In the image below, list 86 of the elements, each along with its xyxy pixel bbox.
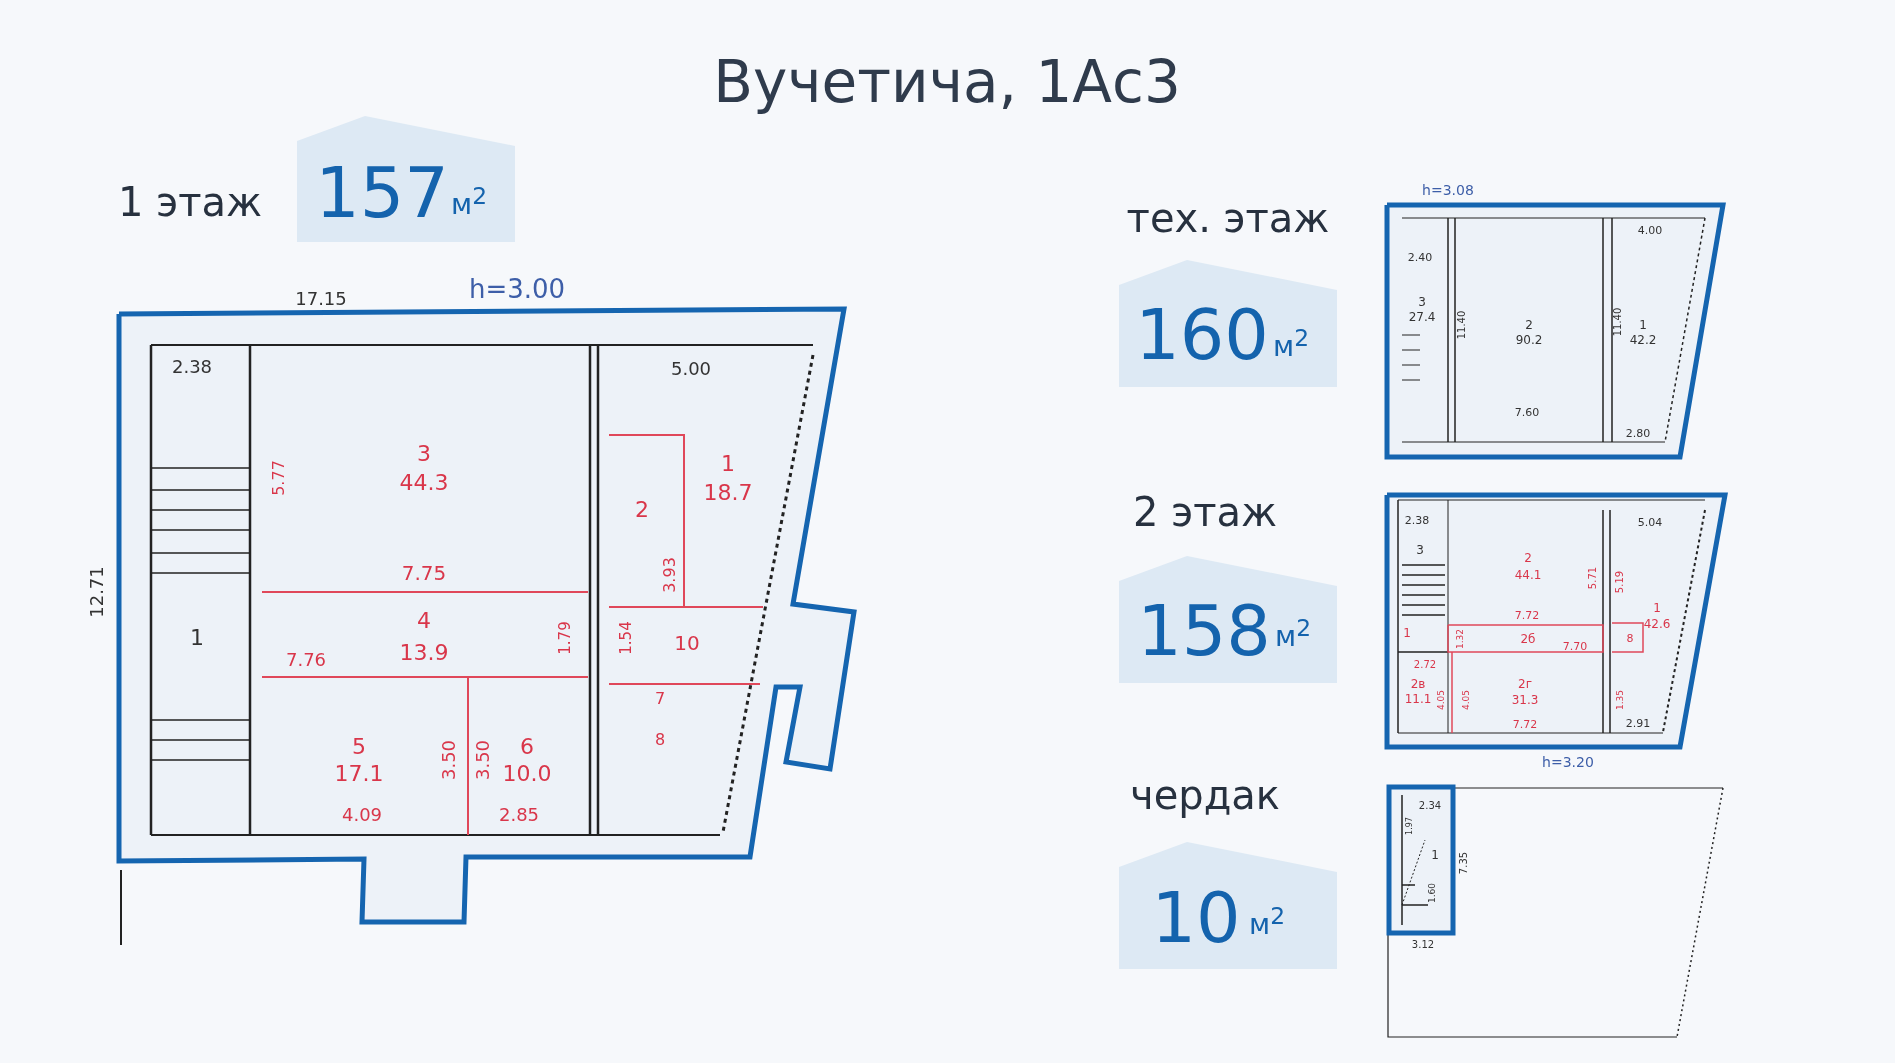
dimension-label: 4.00	[1637, 224, 1663, 236]
dimension-label: 1.54	[618, 621, 634, 655]
room-area: 44.3	[399, 472, 449, 494]
dimension-label: 11.40	[1457, 310, 1467, 340]
room-area: 13.9	[399, 642, 449, 664]
area-value: 160	[1135, 300, 1269, 370]
room-number: 8	[654, 732, 666, 748]
dimension-label: 3.50	[440, 739, 458, 781]
ceiling-height: h=3.20	[1542, 755, 1594, 769]
dimension-label: 7.75	[401, 563, 447, 583]
dimension-label: 1.60	[1427, 883, 1437, 903]
area-unit: м$^{2}$	[1273, 326, 1309, 362]
room-area: 42.6	[1643, 618, 1671, 630]
dimension-label: 4.05	[1436, 690, 1446, 710]
room-number: 1	[1431, 849, 1439, 861]
dimension-label: 1.79	[557, 621, 573, 655]
dimension-label: 12.71	[88, 566, 106, 618]
dimension-label: 5.71	[1588, 566, 1598, 590]
room-number: 3	[1416, 544, 1424, 556]
ceiling-height: h=3.00	[468, 276, 566, 302]
dimension-label: 11.40	[1613, 307, 1623, 337]
area-value: 158	[1137, 596, 1271, 666]
room-number: 7	[654, 691, 666, 707]
room-number: 2	[635, 499, 649, 521]
area-unit: м$^{2}$	[1249, 904, 1285, 940]
room-area: 42.2	[1629, 334, 1657, 346]
area-value: 10	[1151, 883, 1241, 953]
room-number: 3	[417, 443, 431, 465]
dimension-label: 3.12	[1411, 940, 1435, 950]
dimension-label: 7.76	[285, 651, 327, 669]
room-number: 1	[1653, 602, 1661, 614]
room-number: 4	[417, 610, 431, 632]
dimension-label: 5.77	[271, 460, 287, 496]
room-area: 11.1	[1404, 693, 1432, 705]
room-area: 44.1	[1514, 569, 1542, 581]
room-number: 1	[190, 627, 204, 649]
dimension-label: 5.04	[1637, 516, 1663, 528]
room-number: 2	[1524, 552, 1532, 564]
area-unit: м$^{2}$	[451, 184, 487, 220]
dimension-label: 7.72	[1514, 609, 1540, 621]
room-number: 8	[1626, 632, 1634, 644]
room-number: 2б	[1520, 633, 1536, 645]
dimension-label: 2.85	[498, 806, 540, 824]
dimension-label: 2.91	[1625, 717, 1651, 729]
room-area: 10.0	[502, 763, 552, 785]
room-area: 90.2	[1515, 334, 1543, 346]
room-area: 18.7	[703, 482, 753, 504]
dimension-label: 2.40	[1407, 251, 1433, 263]
dimension-label: 2.72	[1413, 660, 1437, 670]
dimension-label: 1.35	[1615, 690, 1625, 710]
room-area: 17.1	[334, 763, 384, 785]
dimension-label: 4.05	[1461, 690, 1471, 710]
dimension-label: 7.35	[1459, 851, 1469, 875]
dimension-label: 17.15	[295, 290, 347, 308]
dimension-label: 7.70	[1562, 640, 1588, 652]
dimension-label: 2.38	[171, 358, 213, 376]
dimension-label: 5.00	[670, 360, 712, 378]
room-number: 6	[520, 736, 534, 758]
dimension-label: 7.72	[1512, 718, 1538, 730]
room-number: 2г	[1518, 678, 1532, 690]
dimension-label: 7.60	[1514, 406, 1540, 418]
dimension-label: 4.09	[341, 806, 383, 824]
dimension-label: 2.80	[1625, 427, 1651, 439]
dimension-label: 5.19	[1615, 570, 1625, 594]
area-value: 157	[315, 158, 449, 228]
dimension-label: 3.50	[474, 739, 492, 781]
room-number: 2в	[1410, 678, 1426, 690]
area-unit: м$^{2}$	[1275, 616, 1311, 652]
room-number: 10	[674, 633, 700, 653]
ceiling-height: h=3.08	[1422, 183, 1474, 197]
dimension-label: 2.38	[1404, 514, 1430, 526]
room-number: 3	[1418, 296, 1426, 308]
dimension-label: 3.93	[662, 557, 678, 593]
room-number: 5	[352, 736, 366, 758]
room-number: 2	[1525, 319, 1533, 331]
room-number: 1	[1639, 319, 1647, 331]
floor-label: тех. этаж	[1126, 198, 1330, 238]
room-area: 27.4	[1408, 311, 1436, 323]
room-area: 31.3	[1511, 694, 1539, 706]
room-number: 1	[1403, 627, 1411, 639]
floor-label: 1 этаж	[118, 182, 262, 222]
dimension-label: 1.32	[1455, 629, 1465, 649]
room-number: 1	[721, 453, 735, 475]
floor-label: 2 этаж	[1133, 492, 1277, 532]
dimension-label: 1.97	[1406, 817, 1414, 835]
dimension-label: 2.34	[1418, 801, 1442, 811]
